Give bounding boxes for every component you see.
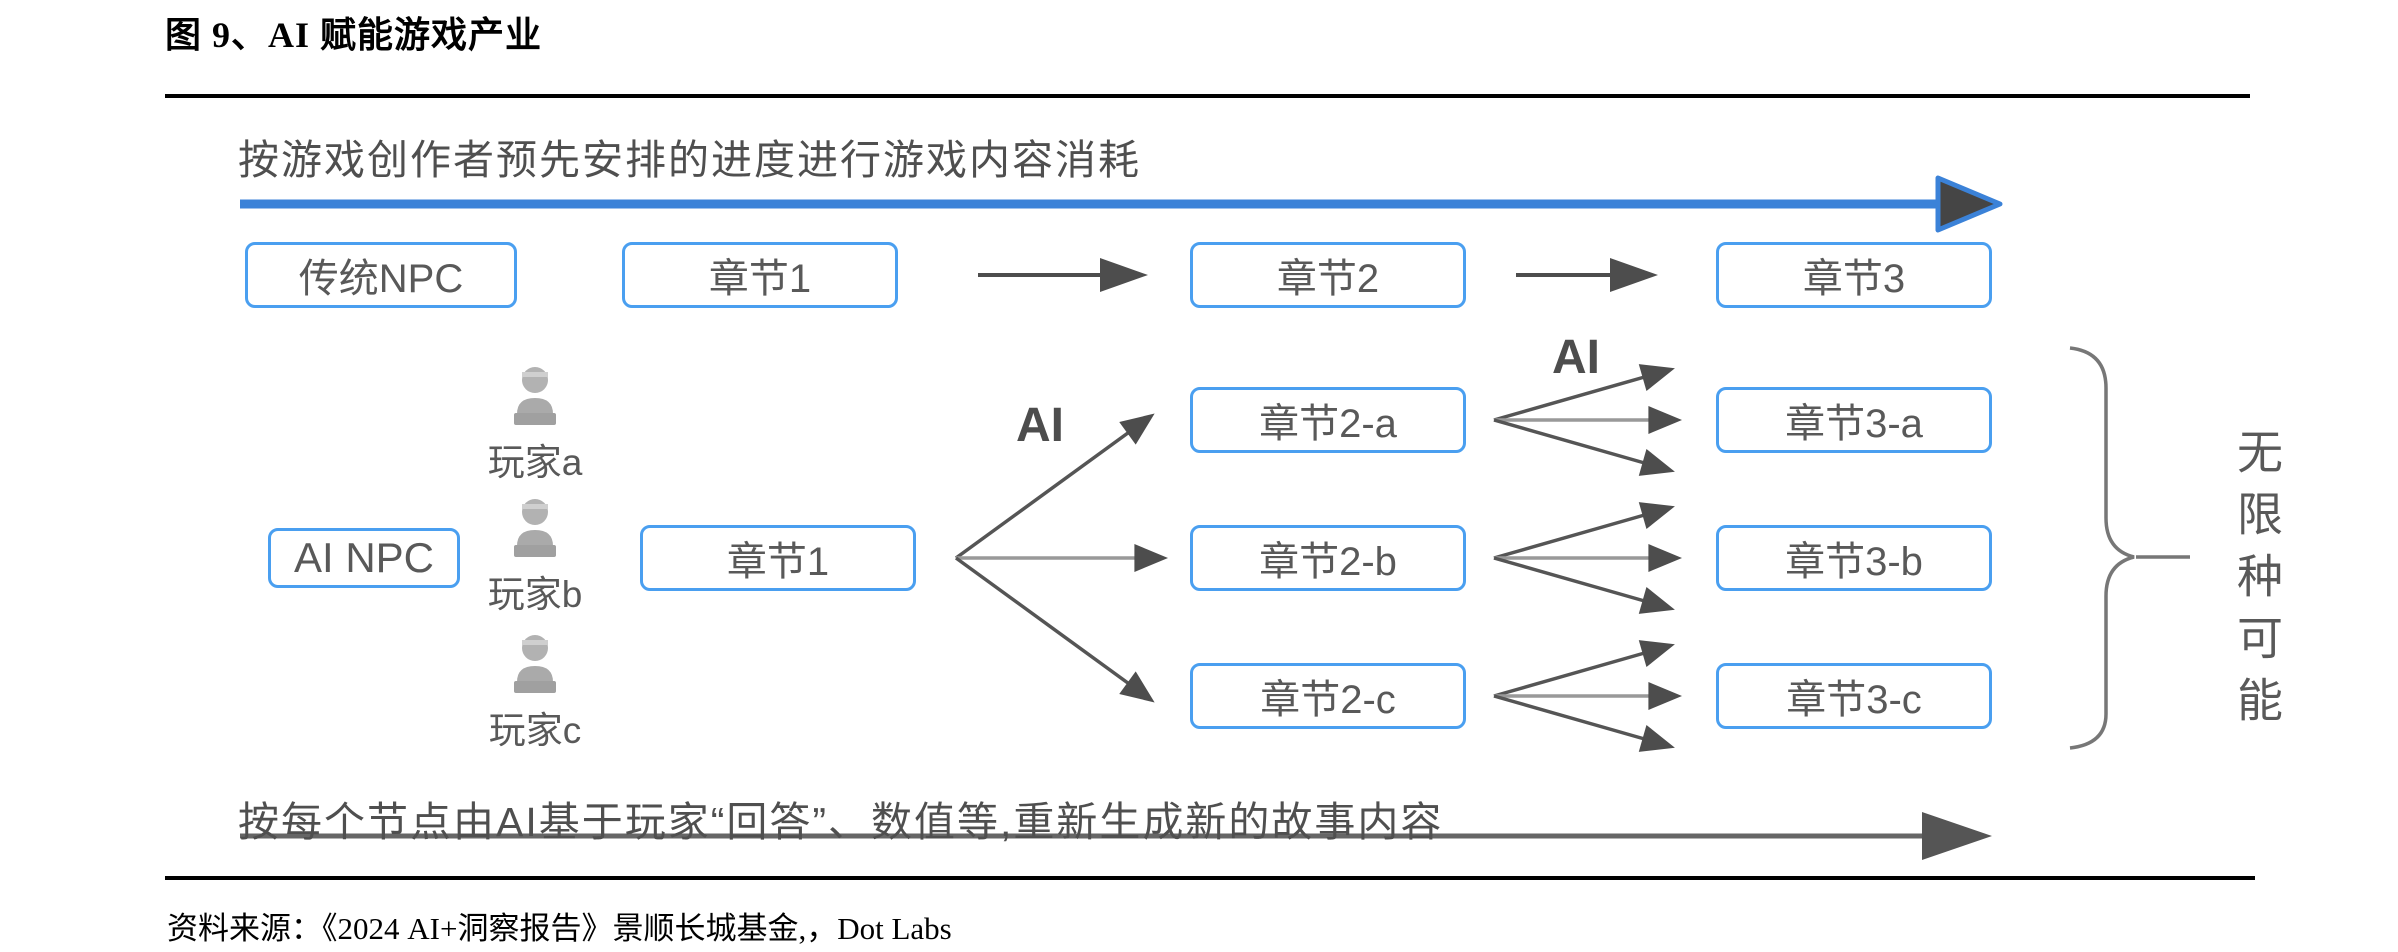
chapter-2-box-traditional: 章节2	[1190, 242, 1466, 308]
ai-branching-fan-main	[954, 413, 1168, 703]
ai-branching-fan-b	[1493, 502, 1682, 614]
unlimited-outcomes-brace	[2069, 346, 2190, 750]
figure-title: 图 9、AI 赋能游戏产业	[165, 15, 543, 55]
player-b: 玩家b	[460, 498, 610, 618]
player-avatar-icon	[514, 635, 556, 693]
chapter-3b-box: 章节3-b	[1716, 525, 1992, 591]
figure-top-border	[165, 94, 2250, 98]
chapter-2a-box: 章节2-a	[1190, 387, 1466, 453]
top-flow-label: 按游戏创作者预先安排的进度进行游戏内容消耗	[238, 137, 1141, 183]
unlimited-outcomes-label: 无限种可能	[2231, 428, 2283, 738]
traditional-npc-box: 传统NPC	[245, 242, 517, 308]
chapter2-to-chapter3-arrow	[1516, 258, 1658, 292]
player-avatar-icon	[514, 499, 556, 557]
chapter-2c-box: 章节2-c	[1190, 663, 1466, 729]
chapter-3-box-traditional: 章节3	[1716, 242, 1992, 308]
ai-label-second-fan: AI	[1552, 331, 1600, 384]
player-b-label: 玩家b	[487, 574, 583, 615]
figure-bottom-border	[165, 876, 2255, 880]
player-c: 玩家c	[460, 634, 610, 754]
ai-npc-box: AI NPC	[268, 528, 460, 588]
player-a-label: 玩家a	[487, 442, 583, 483]
chapter-1-box-traditional: 章节1	[622, 242, 898, 308]
ai-label-first-fan: AI	[1016, 399, 1064, 452]
player-c-label: 玩家c	[488, 710, 582, 751]
bottom-flow-label: 按每个节点由AI基于玩家“回答”、数值等,重新生成新的故事内容	[238, 799, 1444, 845]
chapter-1-box-ai: 章节1	[640, 525, 916, 591]
chapter-3c-box: 章节3-c	[1716, 663, 1992, 729]
source-line: 资料来源：《2024 AI+洞察报告》景顺长城基金,，Dot Labs	[167, 911, 952, 946]
player-avatar-icon	[514, 367, 556, 425]
ai-branching-fan-a	[1493, 364, 1682, 476]
chapter-3a-box: 章节3-a	[1716, 387, 1992, 453]
chapter1-to-chapter2-arrow	[978, 258, 1148, 292]
player-a: 玩家a	[460, 366, 610, 486]
chapter-2b-box: 章节2-b	[1190, 525, 1466, 591]
ai-branching-fan-c	[1493, 640, 1682, 752]
